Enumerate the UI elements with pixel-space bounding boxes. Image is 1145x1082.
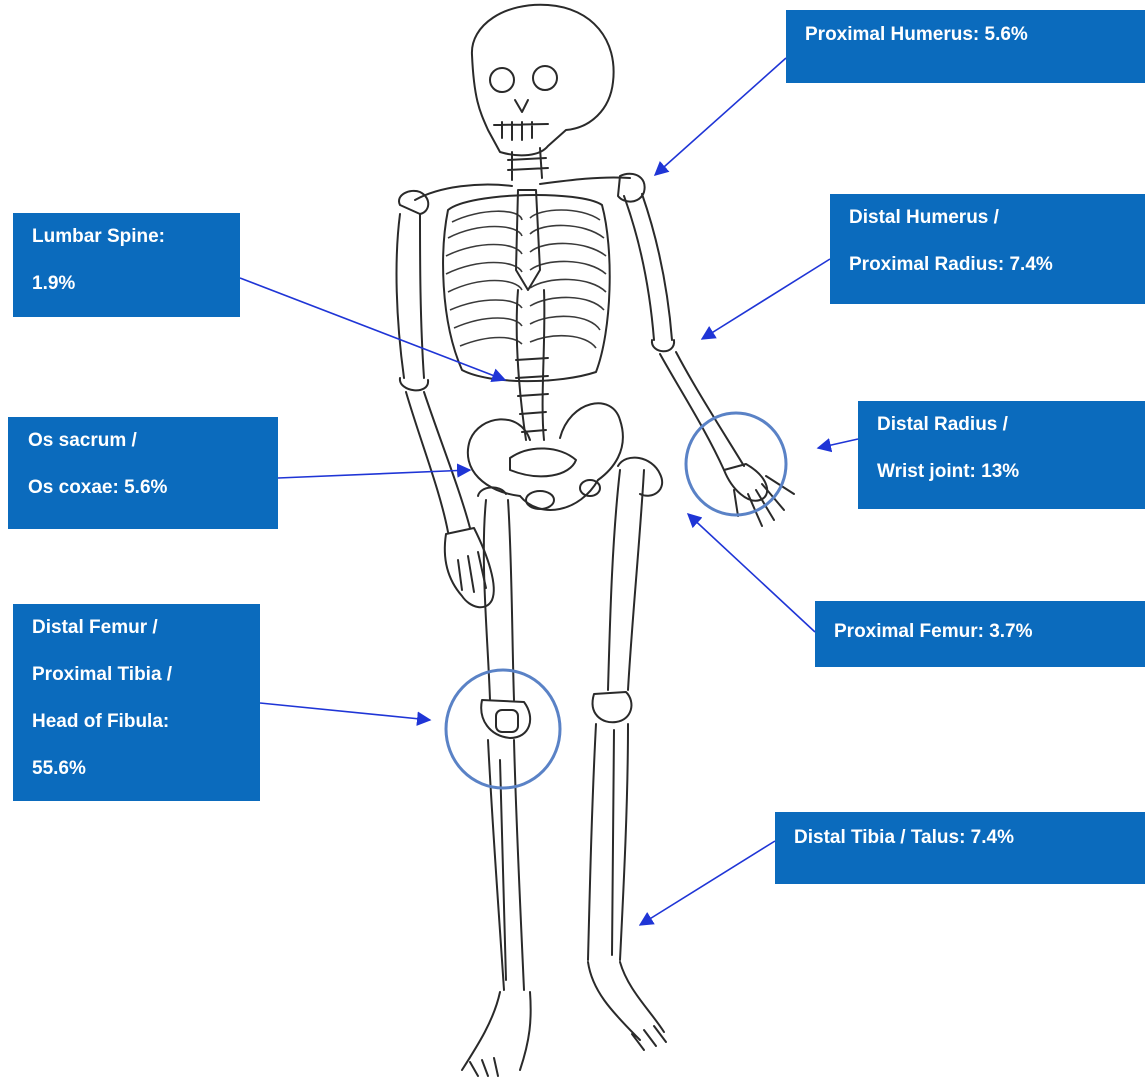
- label-line: Distal Tibia / Talus: 7.4%: [794, 812, 1145, 864]
- label-line: Proximal Tibia /: [32, 651, 260, 698]
- right-forearm: [660, 352, 744, 470]
- pelvis: [468, 403, 623, 510]
- right-femur: [608, 470, 644, 690]
- right-foot: [588, 962, 666, 1050]
- right-knee: [593, 692, 632, 722]
- label-os-sacrum: Os sacrum / Os coxae: 5.6%: [8, 417, 278, 529]
- arrow-distal-humerus: [702, 259, 830, 339]
- label-lumbar-spine: Lumbar Spine: 1.9%: [13, 213, 240, 317]
- arrow-proximal-femur: [688, 514, 815, 632]
- label-line: Lumbar Spine:: [32, 213, 240, 260]
- knee-highlight-ring: [446, 670, 560, 788]
- label-line: 55.6%: [32, 745, 260, 792]
- label-line: 1.9%: [32, 260, 240, 307]
- right-humerus: [624, 194, 672, 340]
- label-proximal-humerus: Proximal Humerus: 5.6%: [786, 10, 1145, 83]
- arrow-lumbar-spine: [240, 278, 505, 380]
- clavicles: [415, 177, 630, 200]
- left-humerus: [397, 214, 424, 378]
- right-hand: [724, 464, 767, 501]
- label-line: Proximal Femur: 3.7%: [834, 601, 1145, 663]
- label-distal-femur: Distal Femur / Proximal Tibia / Head of …: [13, 604, 260, 801]
- label-proximal-femur: Proximal Femur: 3.7%: [815, 601, 1145, 667]
- arrow-distal-femur: [260, 703, 430, 720]
- left-foot: [462, 992, 531, 1076]
- label-distal-tibia: Distal Tibia / Talus: 7.4%: [775, 812, 1145, 884]
- arrow-distal-radius: [818, 439, 858, 448]
- right-tibia: [588, 724, 628, 960]
- arrow-proximal-humerus: [655, 58, 786, 175]
- lumbar-spine: [517, 290, 545, 440]
- arrow-distal-tibia: [640, 841, 775, 925]
- label-line: Wrist joint: 13%: [877, 448, 1145, 495]
- arrow-os-sacrum: [278, 470, 470, 478]
- label-line: Distal Radius /: [877, 401, 1145, 448]
- label-line: Distal Humerus /: [849, 194, 1145, 241]
- label-line: Head of Fibula:: [32, 698, 260, 745]
- label-line: Distal Femur /: [32, 604, 260, 651]
- label-distal-humerus: Distal Humerus / Proximal Radius: 7.4%: [830, 194, 1145, 304]
- label-line: Proximal Humerus: 5.6%: [805, 10, 1145, 60]
- label-distal-radius: Distal Radius / Wrist joint: 13%: [858, 401, 1145, 509]
- skeleton-drawing: [397, 5, 794, 1076]
- label-line: Proximal Radius: 7.4%: [849, 241, 1145, 288]
- left-forearm: [406, 392, 470, 532]
- skull: [472, 5, 614, 156]
- label-line: Os sacrum /: [28, 417, 278, 464]
- label-line: Os coxae: 5.6%: [28, 464, 278, 511]
